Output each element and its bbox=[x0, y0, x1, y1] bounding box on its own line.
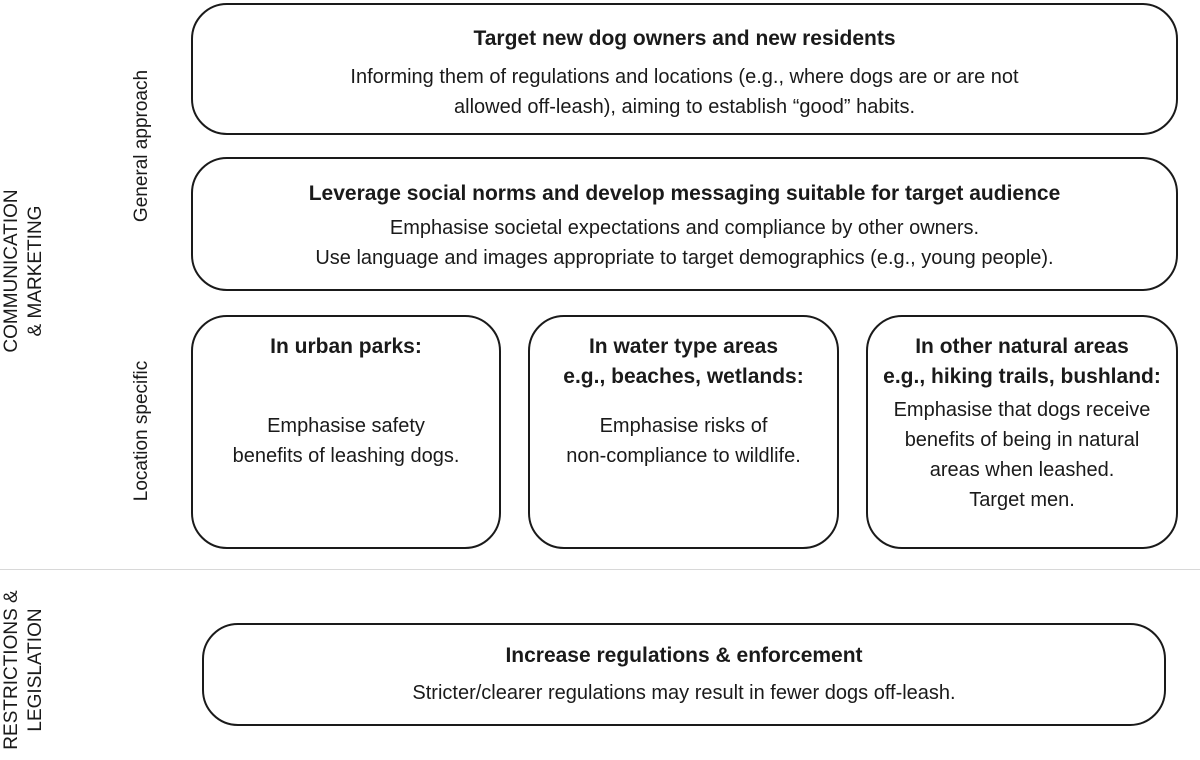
box-urban-parks-title: In urban parks: bbox=[270, 335, 422, 358]
box-regulations-line1: Stricter/clearer regulations may result … bbox=[412, 682, 956, 704]
box-natural-areas-title2: e.g., hiking trails, bushland: bbox=[883, 365, 1161, 388]
box-regulations: Increase regulations & enforcement Stric… bbox=[202, 623, 1166, 726]
section-label-communication-line1: COMMUNICATION bbox=[1, 189, 22, 353]
box-natural-areas-line1: Emphasise that dogs receive bbox=[893, 399, 1151, 421]
box-urban-parks-line2: benefits of leashing dogs. bbox=[232, 445, 460, 467]
section-label-restrictions: RESTRICTIONS & LEGISLATION bbox=[0, 580, 50, 760]
box-new-owners-line1: Informing them of regulations and locati… bbox=[350, 66, 1019, 88]
section-label-restrictions-line2: LEGISLATION bbox=[25, 608, 46, 732]
box-water-areas: In water type areas e.g., beaches, wetla… bbox=[528, 315, 839, 549]
box-natural-areas-line4: Target men. bbox=[969, 489, 1075, 511]
box-social-norms-line2: Use language and images appropriate to t… bbox=[315, 247, 1054, 269]
box-water-areas-title2: e.g., beaches, wetlands: bbox=[563, 365, 804, 388]
section-divider bbox=[0, 569, 1200, 570]
box-natural-areas: In other natural areas e.g., hiking trai… bbox=[866, 315, 1178, 549]
subsection-label-location: Location specific bbox=[130, 341, 154, 521]
box-social-norms: Leverage social norms and develop messag… bbox=[191, 157, 1178, 291]
subsection-label-location-text: Location specific bbox=[131, 360, 152, 502]
section-label-restrictions-line1: RESTRICTIONS & bbox=[1, 590, 22, 750]
box-water-areas-line2: non-compliance to wildlife. bbox=[566, 445, 801, 467]
section-label-communication: COMMUNICATION & MARKETING bbox=[0, 151, 50, 391]
box-social-norms-line1: Emphasise societal expectations and comp… bbox=[389, 217, 980, 239]
box-regulations-title: Increase regulations & enforcement bbox=[505, 644, 863, 667]
section-label-communication-line2: & MARKETING bbox=[25, 205, 46, 337]
box-water-areas-line1: Emphasise risks of bbox=[599, 415, 768, 437]
box-new-owners-title: Target new dog owners and new residents bbox=[473, 27, 896, 50]
subsection-label-general-text: General approach bbox=[131, 69, 152, 223]
box-new-owners: Target new dog owners and new residents … bbox=[191, 3, 1178, 135]
box-natural-areas-title1: In other natural areas bbox=[915, 335, 1129, 358]
subsection-label-general: General approach bbox=[130, 56, 154, 236]
box-social-norms-title: Leverage social norms and develop messag… bbox=[308, 182, 1061, 205]
box-urban-parks-line1: Emphasise safety bbox=[267, 415, 425, 437]
box-natural-areas-line3: areas when leashed. bbox=[929, 459, 1115, 481]
box-natural-areas-line2: benefits of being in natural bbox=[904, 429, 1140, 451]
box-new-owners-line2: allowed off-leash), aiming to establish … bbox=[454, 96, 915, 118]
box-water-areas-title1: In water type areas bbox=[588, 335, 779, 358]
box-urban-parks: In urban parks: Emphasise safety benefit… bbox=[191, 315, 501, 549]
